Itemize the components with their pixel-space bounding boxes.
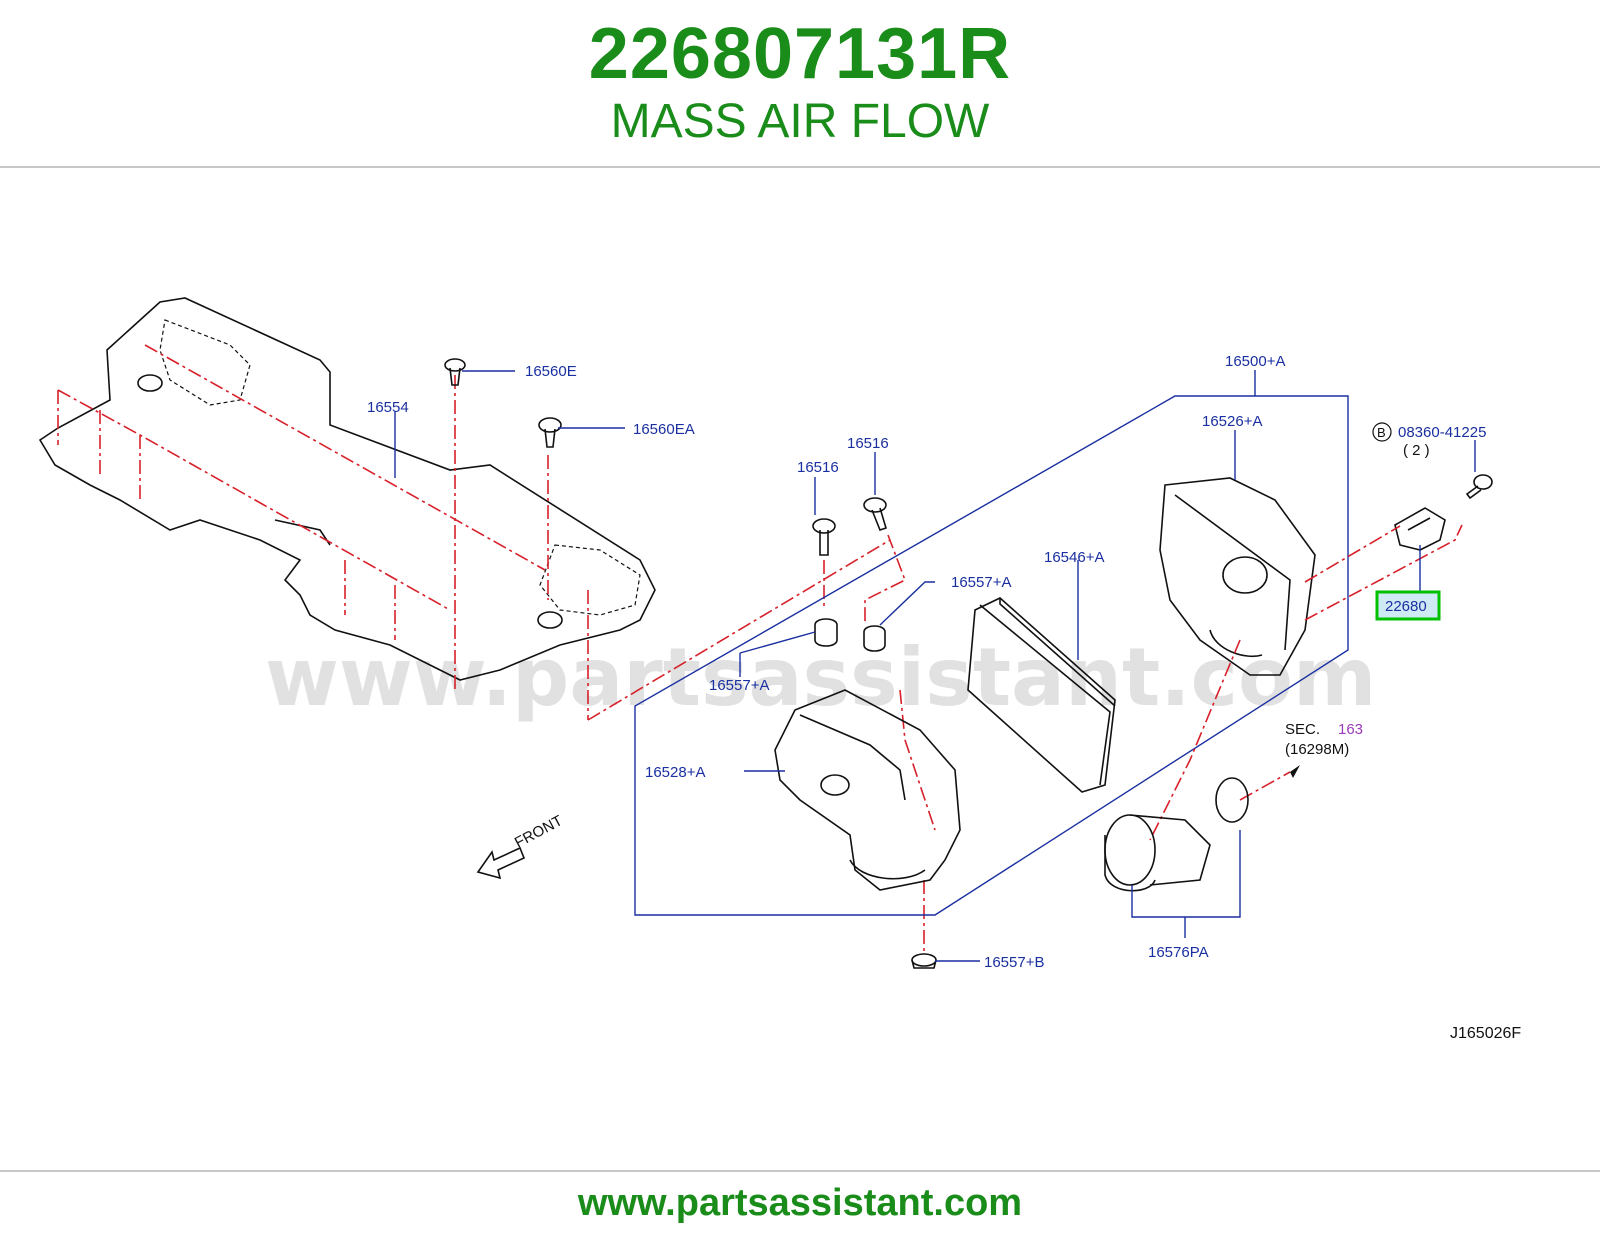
clip-16560e-part[interactable] (444, 358, 466, 386)
label-16560ea[interactable]: 16560EA (633, 421, 695, 438)
leader-lines (394, 370, 1476, 962)
grommet-16557a-left-part[interactable] (814, 618, 838, 647)
label-22680-highlight[interactable]: 22680 (1375, 590, 1441, 621)
label-08360-41225[interactable]: 08360-41225 (1398, 424, 1486, 441)
label-16526a[interactable]: 16526+A (1202, 413, 1262, 430)
label-16528a[interactable]: 16528+A (645, 764, 705, 781)
label-16557a-left[interactable]: 16557+A (709, 677, 769, 694)
label-16516-left[interactable]: 16516 (797, 459, 839, 476)
air-filter-element-part[interactable] (967, 597, 1116, 793)
engine-undercover-part[interactable] (38, 297, 656, 681)
air-duct-part[interactable] (1104, 777, 1249, 892)
sec-ref-number[interactable]: 163 (1338, 721, 1363, 738)
front-direction-arrow: FRONT (476, 812, 566, 880)
sec-ref-sub: (16298M) (1285, 741, 1349, 758)
label-16546a[interactable]: 16546+A (1044, 549, 1104, 566)
label-16576pa[interactable]: 16576PA (1148, 944, 1209, 961)
label-22680[interactable]: 22680 (1385, 598, 1427, 615)
watermark-text: www.partsassistant.com (265, 631, 1376, 724)
air-cleaner-cover-part[interactable] (1159, 477, 1316, 676)
page-header: 226807131R MASS AIR FLOW (0, 0, 1600, 168)
label-16500a[interactable]: 16500+A (1225, 353, 1285, 370)
label-16516-right[interactable]: 16516 (847, 435, 889, 452)
sec-arrow-icon (1290, 765, 1300, 778)
bolt-08360-part[interactable] (1465, 474, 1493, 500)
part-number-title: 226807131R (588, 14, 1012, 94)
grommet-16557b-part[interactable] (911, 953, 937, 969)
label-16560e[interactable]: 16560E (525, 363, 577, 380)
footer-url-link[interactable]: www.partsassistant.com (577, 1182, 1023, 1224)
drawing-code: J165026F (1450, 1025, 1521, 1042)
undercover-fastener-lines (57, 344, 891, 721)
sec-ref-prefix: SEC. (1285, 721, 1320, 738)
part-name-subtitle: MASS AIR FLOW (610, 95, 990, 148)
header-divider (0, 166, 1600, 168)
assembly-16500a-outline (634, 395, 1349, 916)
bolt-16516-left-part[interactable] (812, 518, 836, 556)
grommet-16557a-right-part[interactable] (863, 625, 886, 652)
front-label: FRONT (512, 812, 566, 851)
label-16557a-top[interactable]: 16557+A (951, 574, 1011, 591)
bolt-grommet-red-lines (823, 534, 936, 955)
bolt-marker-letter: B (1377, 425, 1386, 440)
clip-16560ea-part[interactable] (538, 417, 562, 448)
bolt-16516-right-part[interactable] (863, 497, 887, 531)
air-cleaner-lower-case-part[interactable] (774, 689, 961, 891)
mass-air-flow-sensor-part[interactable] (1394, 507, 1446, 551)
bolt-marker-circle (1372, 422, 1392, 442)
label-16554[interactable]: 16554 (367, 399, 409, 416)
footer-divider (0, 1170, 1600, 1172)
label-bolt-qty: ( 2 ) (1403, 442, 1430, 459)
label-16557b[interactable]: 16557+B (984, 954, 1044, 971)
